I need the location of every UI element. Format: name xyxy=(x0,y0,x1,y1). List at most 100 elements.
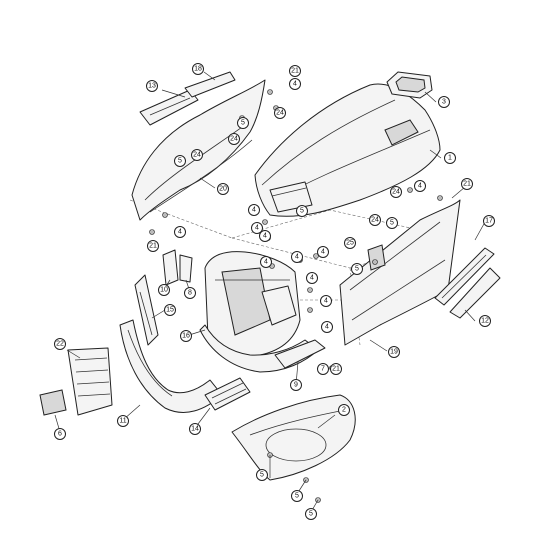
callout-17-label: 17 xyxy=(485,218,493,225)
callout-13: 13 xyxy=(146,80,158,92)
callout-4b: 4 xyxy=(174,226,186,238)
callout-4i: 4 xyxy=(306,272,318,284)
callout-12: 12 xyxy=(479,315,491,327)
callout-4a-label: 4 xyxy=(293,81,297,88)
right-trim-strip[interactable] xyxy=(434,247,495,306)
callout-21a: 21 xyxy=(289,65,301,77)
callout-5e-label: 5 xyxy=(300,208,304,215)
callout-12-label: 12 xyxy=(481,318,489,325)
callout-4j-label: 4 xyxy=(324,298,328,305)
callout-5e: 5 xyxy=(296,205,308,217)
callout-11-label: 11 xyxy=(119,418,126,425)
front-grille[interactable] xyxy=(67,347,113,416)
callout-4l-label: 4 xyxy=(418,183,422,190)
callout-4g: 4 xyxy=(291,251,303,263)
callout-3: 3 xyxy=(438,96,450,108)
callout-2-label: 2 xyxy=(342,407,346,414)
hood-panel[interactable] xyxy=(254,83,441,217)
callout-24d: 24 xyxy=(390,186,402,198)
callout-21b-label: 21 xyxy=(149,243,157,250)
callout-4l: 4 xyxy=(414,180,426,192)
callout-4d-label: 4 xyxy=(255,225,259,232)
top-trim-strip[interactable] xyxy=(184,71,236,98)
callout-25: 25 xyxy=(344,237,356,249)
callout-5g-label: 5 xyxy=(295,493,299,500)
callout-19-label: 19 xyxy=(390,349,398,356)
callout-5a: 5 xyxy=(237,117,249,129)
callout-16-label: 16 xyxy=(182,333,190,340)
callout-24a: 24 xyxy=(274,107,286,119)
callout-20: 20 xyxy=(217,183,229,195)
callout-5h: 5 xyxy=(305,508,317,520)
callout-10: 10 xyxy=(158,284,170,296)
callout-5c-label: 5 xyxy=(390,220,394,227)
callout-5f-label: 5 xyxy=(260,472,264,479)
right-lower-panel[interactable] xyxy=(449,267,501,319)
callout-18-label: 18 xyxy=(194,66,202,73)
callout-20-label: 20 xyxy=(219,186,227,193)
callout-6-label: 6 xyxy=(58,431,62,438)
callout-4h-label: 4 xyxy=(321,249,325,256)
callout-21d: 21 xyxy=(330,363,342,375)
callout-13-label: 13 xyxy=(148,83,156,90)
callout-4k-label: 4 xyxy=(325,324,329,331)
floor-pan[interactable] xyxy=(231,394,356,481)
top-left-bracket[interactable] xyxy=(139,89,199,126)
callout-9-label: 9 xyxy=(294,382,298,389)
callout-4i-label: 4 xyxy=(310,275,314,282)
callout-24a-label: 24 xyxy=(276,110,284,117)
callout-10-label: 10 xyxy=(160,287,168,294)
callout-4c-label: 4 xyxy=(252,207,256,214)
callout-5a-label: 5 xyxy=(241,120,245,127)
callout-15: 15 xyxy=(164,304,176,316)
callouts: 1 2 3 4 4 4 4 4 4 4 4 4 4 4 4 5 5 5 5 5 … xyxy=(54,63,495,520)
callout-6: 6 xyxy=(54,428,66,440)
callout-24e: 24 xyxy=(369,214,381,226)
callout-5g: 5 xyxy=(291,490,303,502)
callout-24b-label: 24 xyxy=(230,136,238,143)
callout-15-label: 15 xyxy=(166,307,174,314)
callout-5c: 5 xyxy=(386,217,398,229)
callout-8: 8 xyxy=(184,287,196,299)
lower-vent-panel[interactable] xyxy=(204,377,251,411)
callout-4k: 4 xyxy=(321,321,333,333)
label-plate[interactable] xyxy=(39,389,67,416)
callout-21c: 21 xyxy=(461,178,473,190)
headlight-left[interactable] xyxy=(162,249,179,286)
callout-21c-label: 21 xyxy=(463,181,471,188)
callout-3-label: 3 xyxy=(442,99,446,106)
dashboard-housing[interactable] xyxy=(204,251,301,357)
callout-7: 7 xyxy=(317,363,329,375)
callout-17: 17 xyxy=(483,215,495,227)
headlight-right[interactable] xyxy=(179,254,193,283)
bumper-lip[interactable] xyxy=(274,339,326,369)
left-grille-insert[interactable] xyxy=(134,274,159,346)
callout-21a-label: 21 xyxy=(291,68,299,75)
callout-25-label: 25 xyxy=(346,240,354,247)
callout-4f: 4 xyxy=(260,256,272,268)
front-fender[interactable] xyxy=(119,319,223,413)
callout-18: 18 xyxy=(192,63,204,75)
vent-grille[interactable] xyxy=(386,71,433,99)
callout-24c: 24 xyxy=(191,149,203,161)
callout-4e: 4 xyxy=(259,230,271,242)
callout-21d-label: 21 xyxy=(332,366,340,373)
callout-22: 22 xyxy=(54,338,66,350)
callout-9: 9 xyxy=(290,379,302,391)
callout-4h: 4 xyxy=(317,246,329,258)
callout-16: 16 xyxy=(180,330,192,342)
callout-14-label: 14 xyxy=(191,426,199,433)
callout-24d-label: 24 xyxy=(392,189,400,196)
callout-2: 2 xyxy=(338,404,350,416)
callout-1: 1 xyxy=(444,152,456,164)
callout-5f: 5 xyxy=(256,469,268,481)
callout-4d: 4 xyxy=(251,222,263,234)
callout-4c: 4 xyxy=(248,204,260,216)
callout-21b: 21 xyxy=(147,240,159,252)
callout-5b: 5 xyxy=(174,155,186,167)
callout-5b-label: 5 xyxy=(178,158,182,165)
callout-4a: 4 xyxy=(289,78,301,90)
callout-4e-label: 4 xyxy=(263,233,267,240)
